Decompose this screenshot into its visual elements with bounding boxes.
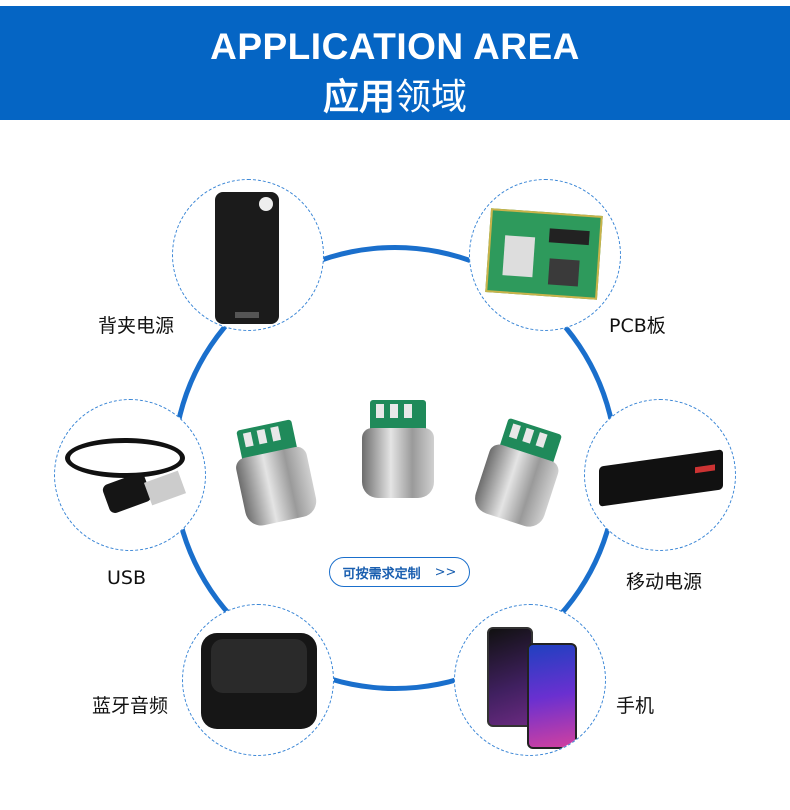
label-bluetooth-audio: 蓝牙音频 — [92, 695, 169, 717]
node-bluetooth-audio — [182, 604, 334, 756]
custom-order-button[interactable]: 可按需求定制 >> — [329, 557, 470, 587]
header-banner: APPLICATION AREA 应用领域 — [0, 6, 790, 120]
node-battery-case — [172, 179, 324, 331]
usb-cable-icon — [65, 428, 195, 528]
node-smartphone — [454, 604, 606, 756]
phone-battery-case-icon — [215, 192, 279, 324]
power-bank-icon — [599, 449, 723, 507]
pcb-board-icon — [485, 208, 603, 300]
label-usb: USB — [107, 567, 147, 589]
node-pcb — [469, 179, 621, 331]
node-power-bank — [584, 399, 736, 551]
label-battery-case: 背夹电源 — [98, 315, 175, 337]
title-cn-light: 领域 — [395, 77, 468, 118]
type-c-connector-icon — [352, 400, 444, 500]
custom-order-label: 可按需求定制 — [342, 566, 421, 582]
label-pcb: PCB板 — [609, 315, 666, 337]
title-cn-bold: 应用 — [322, 77, 395, 118]
label-power-bank: 移动电源 — [626, 571, 703, 593]
bluetooth-audio-icon — [201, 633, 317, 729]
double-chevron-right-icon: >> — [434, 564, 457, 580]
smartphone-front-icon — [527, 643, 577, 749]
node-usb — [54, 399, 206, 551]
smartphone-icon — [487, 627, 533, 727]
label-smartphone: 手机 — [616, 695, 655, 717]
title-chinese: 应用领域 — [0, 68, 790, 120]
title-english: APPLICATION AREA — [210, 26, 580, 67]
